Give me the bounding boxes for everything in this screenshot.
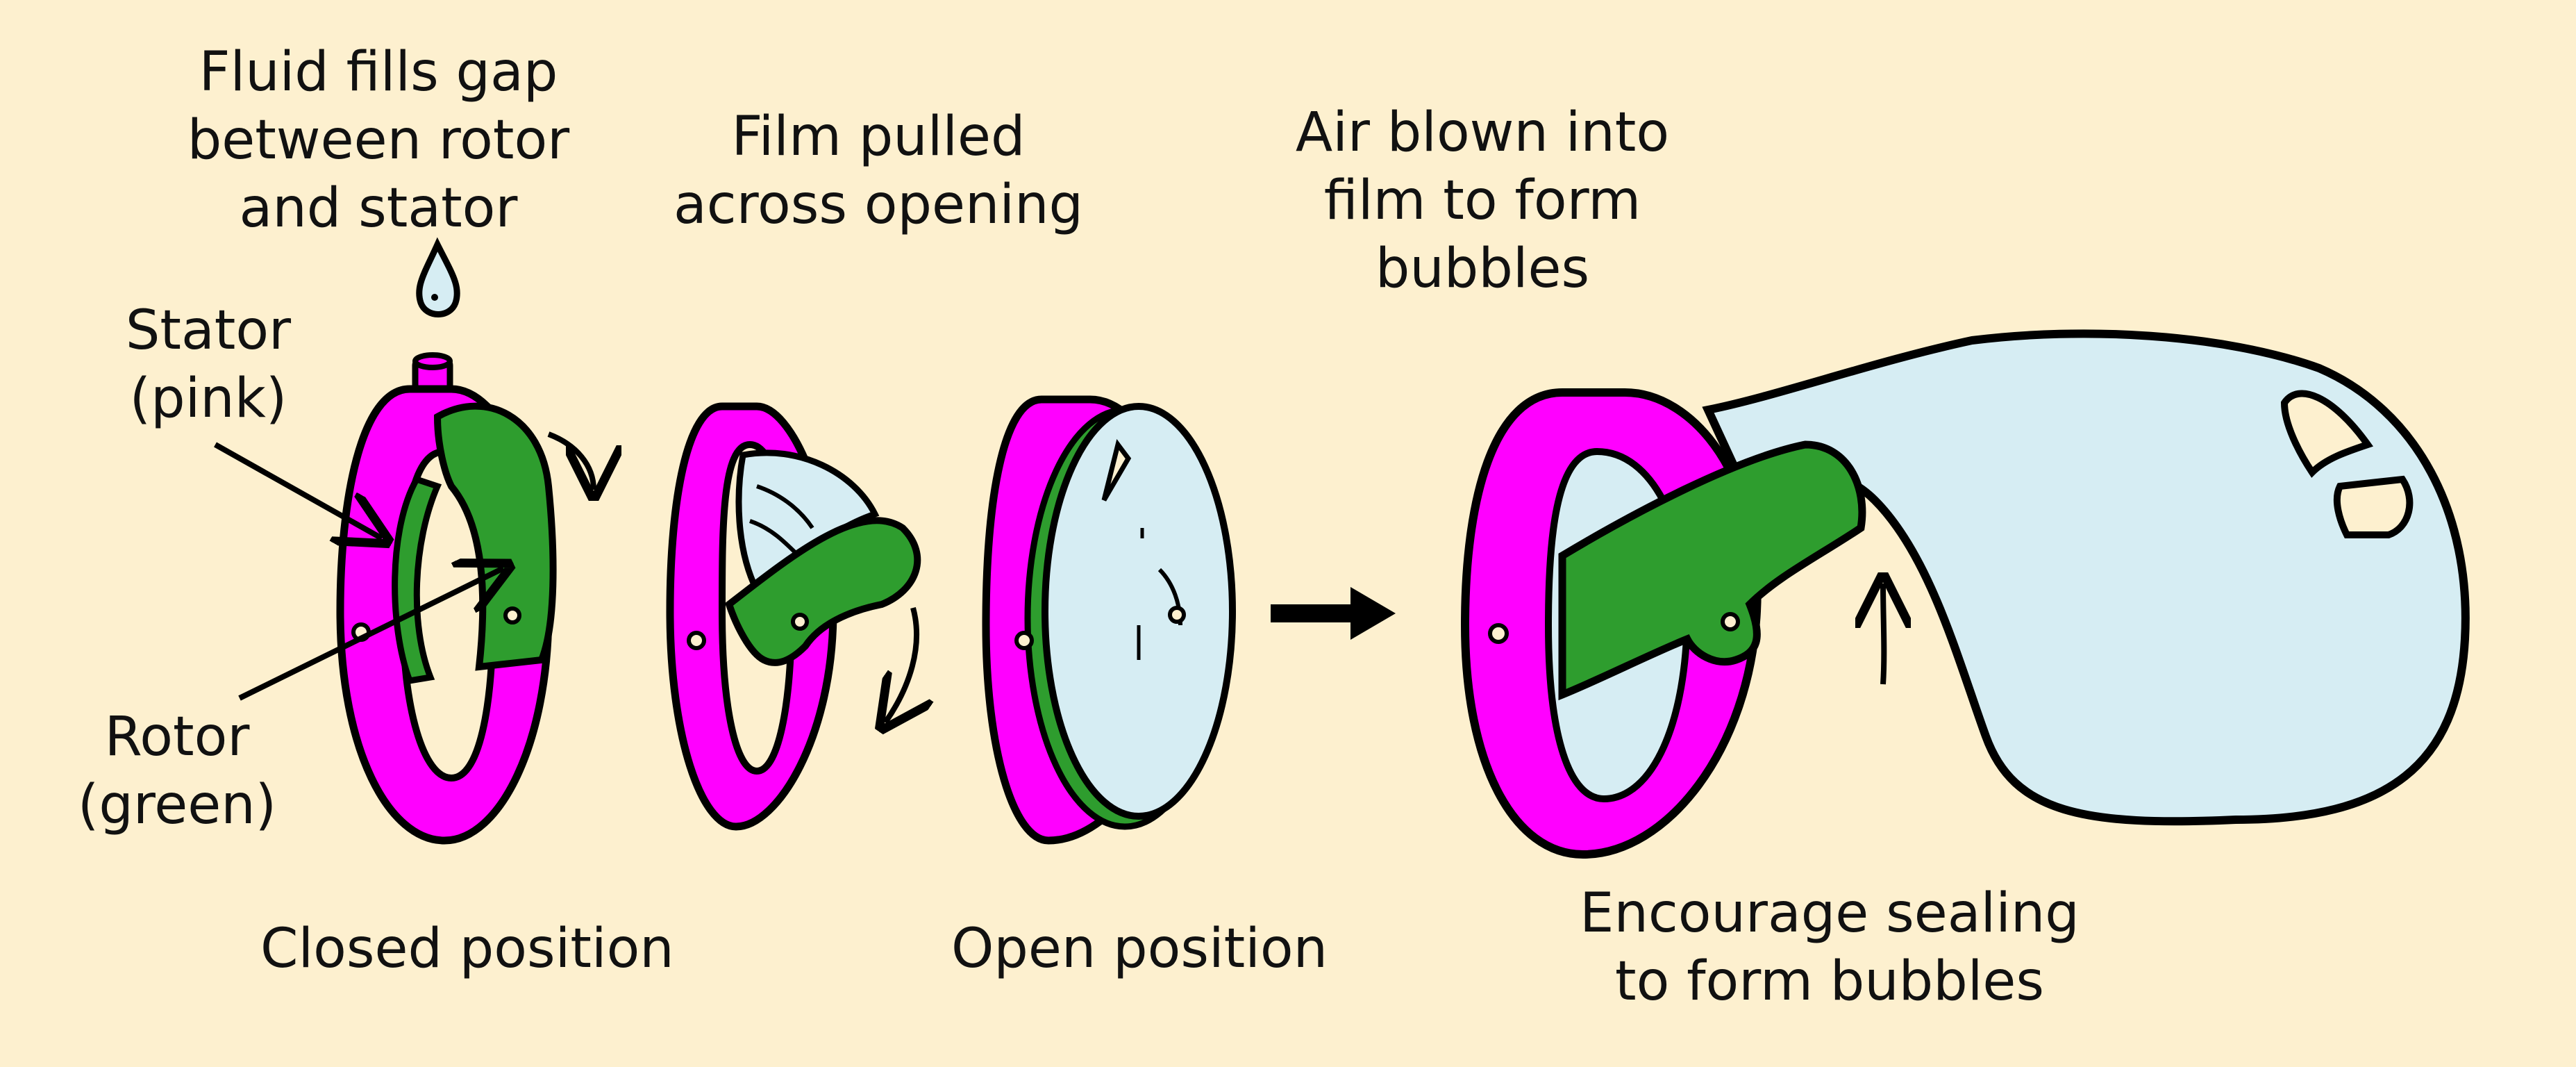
film-pulled-assembly [666,402,917,831]
closed-position-label: Closed position [260,918,674,980]
transition-arrow-icon [1271,587,1396,640]
rotor-pointer [238,568,503,701]
stator-label: Stator (pink) [125,299,292,430]
air-blown-label: Air blown into film to form bubbles [1295,101,1670,300]
bubble-forming-assembly [1460,329,2470,859]
rotor-label: Rotor (green) [77,706,277,836]
closed-position-assembly [336,352,594,845]
sealing-label: Encourage sealing to form bubbles [1580,882,2080,1013]
stator-pointer [214,442,382,538]
open-position-assembly [982,395,1236,845]
open-position-label: Open position [951,918,1328,980]
fluid-label: Fluid fills gap between rotor and stator [187,41,570,240]
film-pulled-label: Film pulled across opening [673,106,1084,236]
fluid-drop-icon [416,237,460,317]
